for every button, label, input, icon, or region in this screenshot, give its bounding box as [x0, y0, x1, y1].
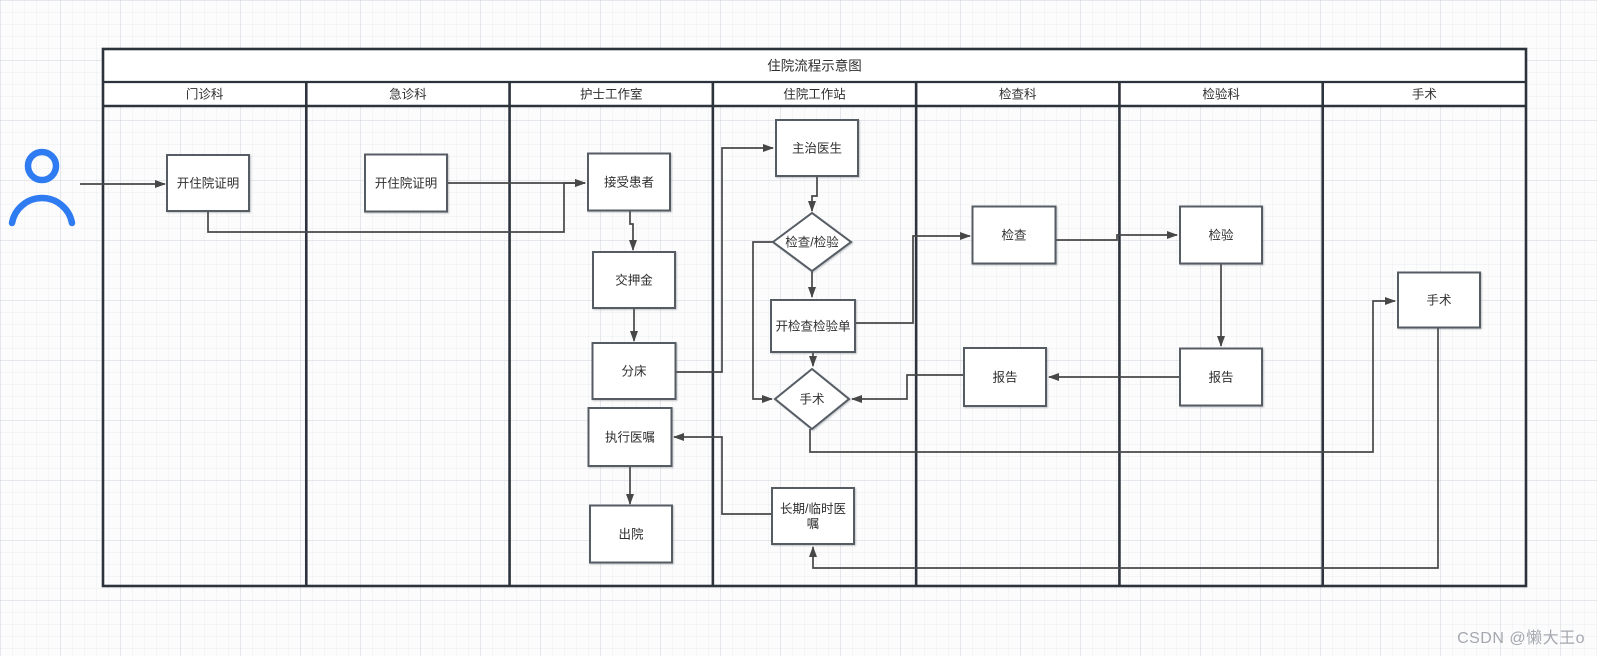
edge-order-exam-test-to-exam [855, 232, 971, 324]
node-exam-test-decision [771, 211, 853, 273]
node-open-admission-cert-outpatient [166, 154, 250, 212]
lane-header-3: 住院工作站 [783, 88, 846, 102]
edge-assign-bed-to-attending-doctor [676, 144, 774, 373]
lane-header-6: 手术 [1412, 88, 1438, 102]
lane-header-2: 护士工作室 [580, 87, 643, 102]
node-test-report [1179, 347, 1263, 407]
lane-header-5: 检验科 [1202, 87, 1240, 102]
edge-exam-report-to-surgery-decision [851, 374, 964, 403]
pool-frame [101, 47, 1528, 588]
node-open-admission-cert-emergency [364, 153, 448, 213]
lane-header-1: 急诊科 [389, 87, 427, 102]
patient-icon [8, 148, 76, 227]
node-pay-deposit [592, 251, 676, 309]
edge-surgery-to-long-term-temp-orders [809, 328, 1439, 569]
lane-header-0: 门诊科 [186, 87, 224, 102]
diagram-title: 住院流程示意图 [767, 58, 862, 74]
edge-surgery-decision-to-surgery [809, 297, 1396, 453]
header-band [103, 49, 1526, 106]
nodes-layer [166, 119, 1481, 564]
edge-attending-doctor-to-exam-test-decision [808, 176, 818, 212]
edges-layer [80, 144, 1439, 569]
node-discharge [589, 504, 673, 564]
node-test [1179, 205, 1263, 265]
edge-exam-test-decision-to-surgery-decision [752, 241, 773, 403]
edge-receive-patient-to-pay-deposit [629, 211, 637, 251]
node-receive-patient [587, 152, 671, 212]
node-assign-bed [591, 342, 677, 400]
node-execute-orders [587, 407, 673, 467]
edge-exam-to-test [1056, 231, 1178, 241]
lane-header-4: 检查科 [999, 87, 1037, 102]
node-surgery [1397, 271, 1481, 329]
edge-long-term-temp-orders-to-execute-orders [673, 433, 772, 515]
node-order-exam-test [770, 299, 856, 353]
node-exam [971, 205, 1057, 265]
node-long-term-temp-orders [771, 487, 855, 545]
node-surgery-decision [773, 367, 851, 431]
node-exam-report [963, 347, 1047, 407]
watermark-text: CSDN @懒大王o [1457, 630, 1585, 647]
node-attending-doctor [775, 119, 859, 177]
